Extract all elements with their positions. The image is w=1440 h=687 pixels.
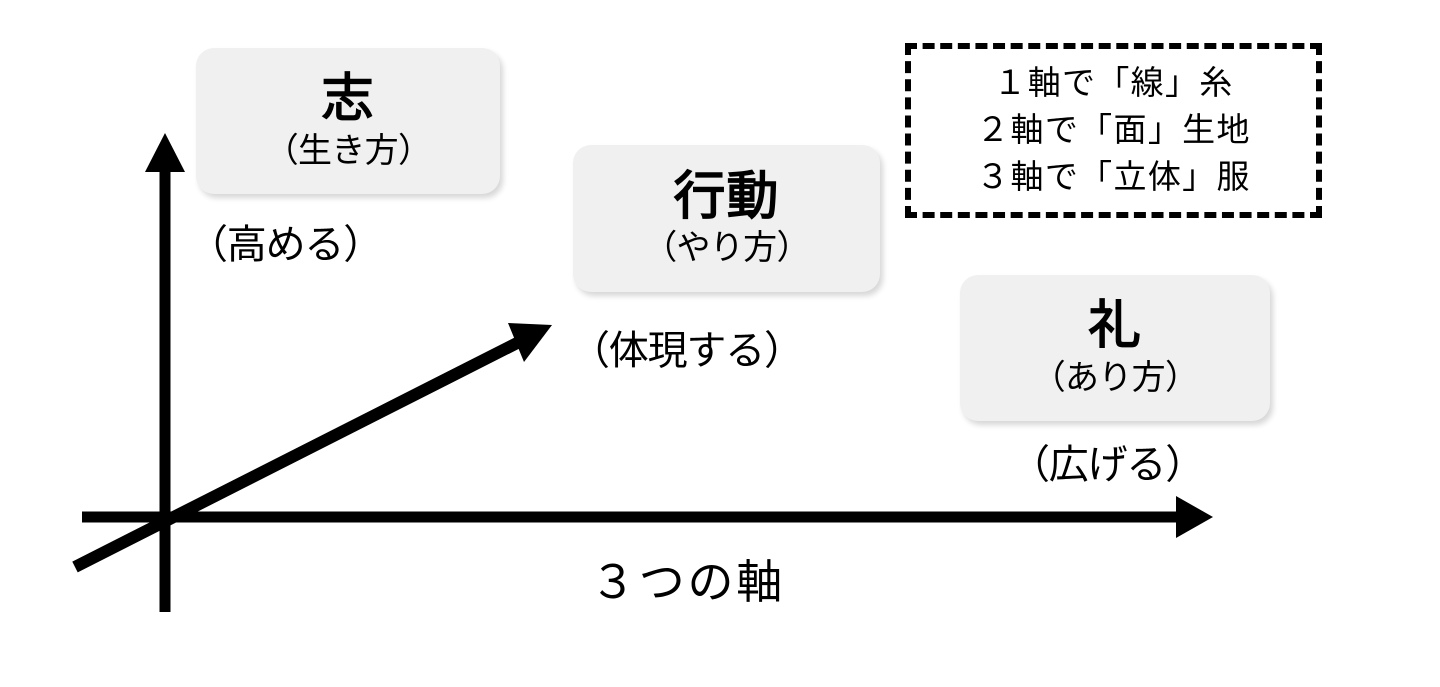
diagonal-axis-caption: （体現する） xyxy=(570,328,804,374)
note-box-dashed: １軸で「線」糸 ２軸で「面」生地 ３軸で「立体」服 xyxy=(905,43,1322,218)
horizontal-axis xyxy=(82,496,1213,538)
concept-subtitle-kodou: （やり方） xyxy=(643,228,810,269)
concept-subtitle-rei: （あり方） xyxy=(1031,357,1199,398)
concept-title-rei: 礼 xyxy=(1088,296,1142,357)
concept-box-kodou[interactable]: 行動 （やり方） xyxy=(573,145,880,292)
concept-subtitle-kokorozashi: （生き方） xyxy=(264,130,432,171)
horizontal-axis-arrowhead xyxy=(1176,496,1213,538)
note-line-3: ３軸で「立体」服 xyxy=(976,156,1251,196)
horizontal-axis-caption: （広げる） xyxy=(1010,442,1205,488)
diagonal-axis-arrowhead xyxy=(508,323,552,362)
note-line-2: ２軸で「面」生地 xyxy=(976,110,1251,150)
diagonal-axis-line xyxy=(72,335,524,573)
note-line-1: １軸で「線」糸 xyxy=(993,63,1234,103)
concept-box-kokorozashi[interactable]: 志 （生き方） xyxy=(196,48,500,194)
diagram-bottom-caption: ３つの軸 xyxy=(590,555,786,609)
vertical-axis-caption: （高める） xyxy=(188,222,383,268)
concept-box-rei[interactable]: 礼 （あり方） xyxy=(960,275,1270,421)
vertical-axis-arrowhead xyxy=(145,133,185,172)
vertical-axis xyxy=(145,133,185,612)
diagonal-axis xyxy=(72,323,552,573)
concept-title-kokorozashi: 志 xyxy=(321,69,375,130)
concept-title-kodou: 行動 xyxy=(673,166,780,227)
